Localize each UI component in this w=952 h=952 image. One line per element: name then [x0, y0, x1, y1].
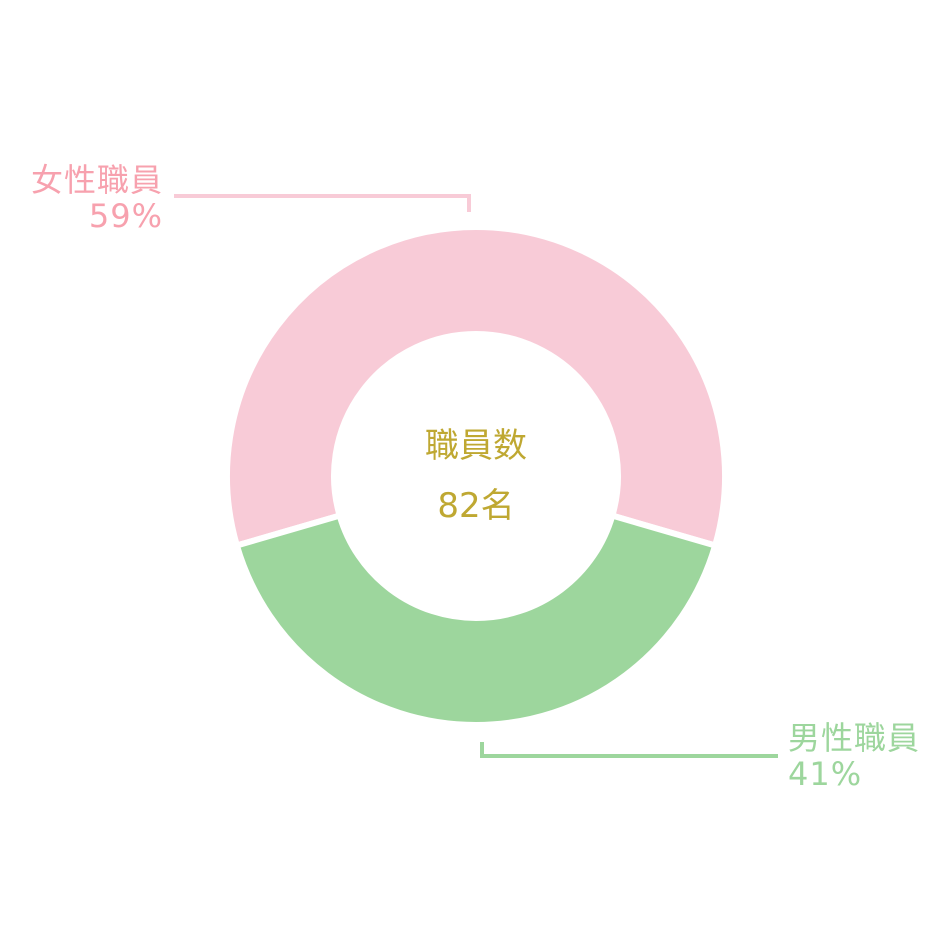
- label-female-percent: 59%: [88, 197, 163, 235]
- label-male: 男性職員 41%: [788, 720, 920, 792]
- label-male-name: 男性職員: [788, 719, 921, 757]
- leader-line-female: [174, 194, 471, 212]
- donut-slice-male: [233, 511, 719, 728]
- donut-slice-female: [224, 224, 728, 550]
- label-female: 女性職員 59%: [8, 162, 163, 234]
- label-male-percent: 41%: [788, 755, 863, 793]
- center-title: 職員数: [425, 426, 527, 466]
- center-value: 82名: [437, 486, 515, 526]
- label-female-name: 女性職員: [30, 161, 163, 199]
- leader-line-male: [480, 742, 778, 758]
